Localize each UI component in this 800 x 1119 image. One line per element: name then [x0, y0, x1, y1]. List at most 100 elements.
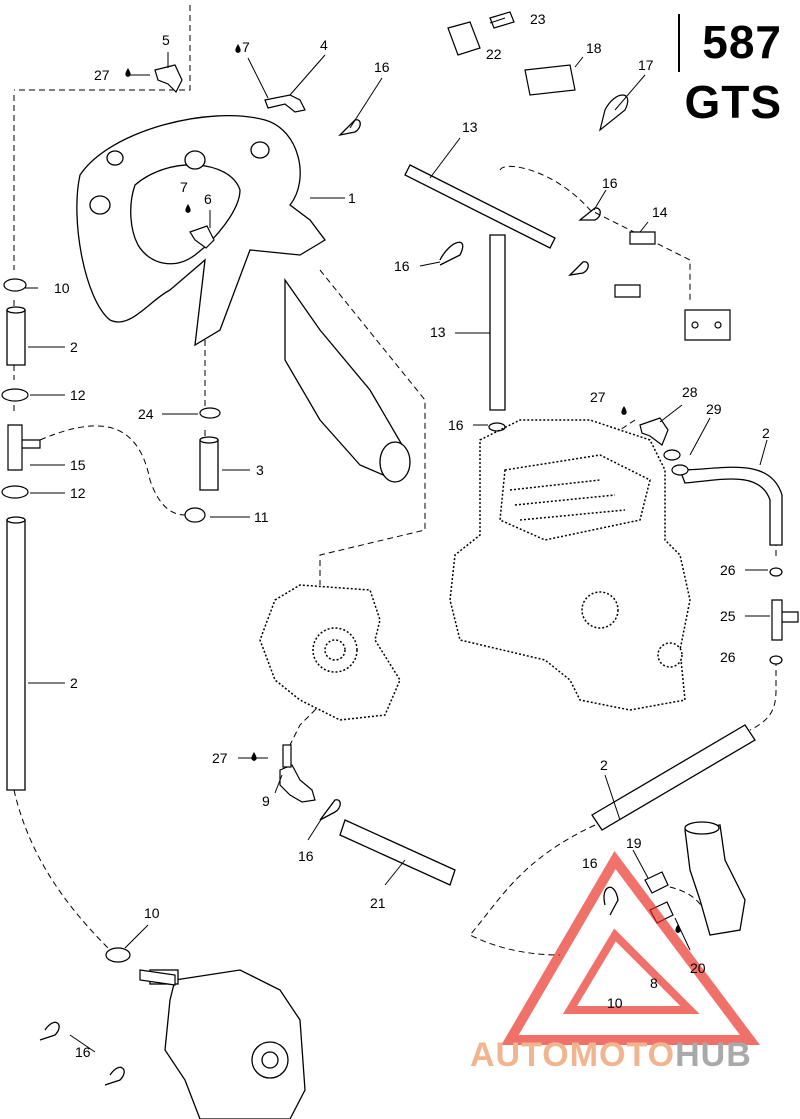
callout-10-b: 10	[144, 905, 160, 921]
callout-13-a: 13	[462, 119, 478, 135]
oil-drop-icon	[235, 44, 241, 53]
callout-16-b: 16	[602, 175, 618, 191]
washer-26-b	[769, 655, 783, 665]
clamp-12-b	[1, 485, 29, 499]
elbow-9	[279, 764, 316, 803]
pump-housing	[259, 584, 401, 721]
callout-6: 6	[204, 191, 212, 207]
callout-16-e: 16	[298, 848, 314, 864]
callout-9: 9	[262, 793, 270, 809]
callout-18: 18	[586, 40, 602, 56]
hose-3	[199, 439, 219, 491]
oil-drop-icon	[675, 924, 681, 933]
y-fitting	[684, 821, 746, 936]
callout-7-a: 7	[242, 39, 250, 55]
hose-21	[339, 819, 456, 886]
callout-8: 8	[650, 975, 658, 991]
title-divider	[678, 14, 680, 72]
clamp-11	[184, 507, 206, 523]
callout-13-b: 13	[430, 324, 446, 340]
callout-21: 21	[370, 895, 386, 911]
hose-2-lower-right	[591, 724, 756, 831]
hoses	[6, 164, 783, 886]
callout-12-b: 12	[70, 485, 86, 501]
callout-25: 25	[720, 608, 736, 624]
callout-labels: 1 2 2 2 2 3 4 5 6 7 7 8 9 10 10 10 11 12…	[54, 11, 770, 1060]
clamp-29	[663, 449, 681, 461]
callout-1: 1	[348, 190, 356, 206]
fitting-14-b	[614, 284, 641, 298]
callout-20: 20	[690, 960, 706, 976]
callout-2-c: 2	[762, 425, 770, 441]
nipple-bottom	[139, 969, 176, 986]
callout-27-a: 27	[94, 67, 110, 83]
elbow-5	[154, 64, 183, 94]
hose-13-horizontal	[404, 164, 556, 249]
callout-27-b: 27	[590, 389, 606, 405]
oil-drop-icon	[125, 68, 131, 77]
frame-crankcase	[76, 114, 411, 483]
clamp-24	[199, 407, 221, 419]
callout-10-c: 10	[607, 995, 623, 1011]
model-number: 587	[702, 16, 782, 68]
callout-16-a: 16	[374, 59, 390, 75]
clamp-10-bottom	[105, 947, 131, 963]
callout-12-a: 12	[70, 387, 86, 403]
watermark-logo-mark	[501, 850, 760, 1045]
oil-drop-icon	[185, 204, 191, 213]
hose-2-left-long	[6, 519, 26, 791]
tee-25	[771, 599, 799, 641]
callout-26-b: 26	[720, 649, 736, 665]
jet-housing	[149, 969, 306, 1119]
watermark-text: AUTOMOTOHUB	[470, 1036, 752, 1075]
tee-15	[7, 424, 41, 471]
fitting-19	[644, 871, 669, 894]
callout-5: 5	[162, 32, 170, 48]
callout-16-f: 16	[582, 855, 598, 871]
callout-15: 15	[70, 457, 86, 473]
model-title: 587 GTS	[678, 14, 782, 128]
watermark-part-3: HUB	[675, 1036, 752, 1074]
leader-lines	[25, 17, 770, 1053]
oil-drop-icon	[621, 406, 627, 415]
callout-27-c: 27	[212, 750, 228, 766]
engine-block	[449, 419, 691, 711]
routing-lines	[13, 5, 777, 956]
hose-2-left-short	[6, 309, 26, 366]
callout-19: 19	[626, 835, 642, 851]
clamp-10-top	[3, 278, 27, 292]
callout-3: 3	[256, 462, 264, 478]
hose-2-right-curve	[679, 466, 783, 546]
fitting-14-a	[629, 231, 656, 245]
model-name: GTS	[684, 76, 782, 128]
callout-23: 23	[530, 11, 546, 27]
callout-24: 24	[138, 406, 154, 422]
elbow-4	[264, 94, 306, 113]
callout-17: 17	[638, 57, 654, 73]
callout-2-b: 2	[70, 675, 78, 691]
washer-26-a	[769, 567, 783, 577]
elbow-6	[189, 225, 215, 249]
callout-16-c: 16	[394, 258, 410, 274]
callout-29: 29	[706, 401, 722, 417]
oil-drop-icon	[251, 752, 257, 761]
watermark-part-1: AUTO	[470, 1036, 570, 1074]
callout-2-a: 2	[70, 339, 78, 355]
callout-4: 4	[320, 37, 328, 53]
oil-drop-icons	[125, 44, 681, 933]
callout-14: 14	[652, 204, 668, 220]
elbow-28	[639, 417, 669, 446]
callout-16-d: 16	[448, 417, 464, 433]
grommet-23	[489, 11, 515, 29]
callout-22: 22	[486, 46, 502, 62]
callout-16-g: 16	[75, 1044, 91, 1060]
clamp-12-a	[1, 388, 29, 402]
callout-2-d: 2	[600, 757, 608, 773]
callout-28: 28	[682, 384, 698, 400]
callout-26-a: 26	[720, 562, 736, 578]
clip-22	[447, 21, 481, 56]
callout-10-a: 10	[54, 280, 70, 296]
connector-18	[524, 64, 576, 96]
callout-11: 11	[254, 509, 269, 525]
